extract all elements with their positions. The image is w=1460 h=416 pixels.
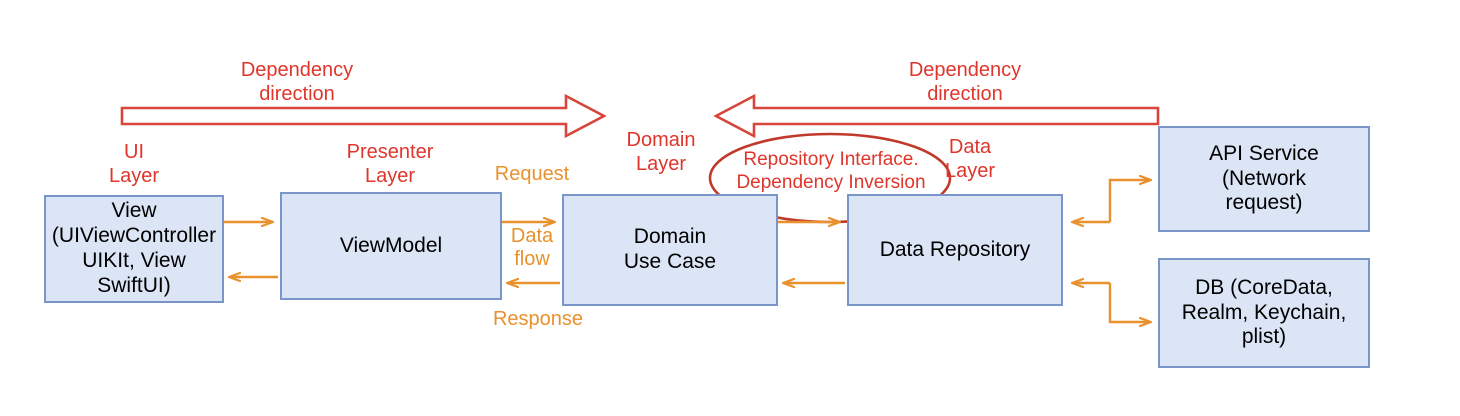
domain-use-case-box[interactable]: Domain Use Case (562, 194, 778, 306)
response-label: Response (492, 308, 584, 330)
repository-to-api-arrow (1108, 180, 1150, 222)
ui-layer-label: UI Layer (108, 141, 160, 187)
domain-layer-label: Domain Layer (626, 129, 696, 175)
repository-to-db-arrow (1108, 283, 1150, 322)
right-dependency-arrow-shape (713, 93, 1160, 139)
left-dependency-direction-label: Dependency direction (240, 59, 354, 105)
data-layer-label: Data Layer (944, 136, 996, 182)
db-box[interactable]: DB (CoreData, Realm, Keychain, plist) (1158, 258, 1370, 368)
data-repository-box[interactable]: Data Repository (847, 194, 1063, 306)
api-service-box[interactable]: API Service (Network request) (1158, 126, 1370, 232)
presenter-layer-label: Presenter Layer (346, 141, 434, 187)
request-label: Request (494, 163, 570, 185)
data-flow-label: Data flow (510, 225, 554, 270)
repository-interface-callout-text: Repository Interface. Dependency Inversi… (736, 149, 926, 194)
viewmodel-box[interactable]: ViewModel (280, 192, 502, 300)
right-dependency-direction-label: Dependency direction (908, 59, 1022, 105)
view-box[interactable]: View (UIViewController UIKIt, View Swift… (44, 195, 224, 303)
left-dependency-arrow-shape (120, 93, 607, 139)
